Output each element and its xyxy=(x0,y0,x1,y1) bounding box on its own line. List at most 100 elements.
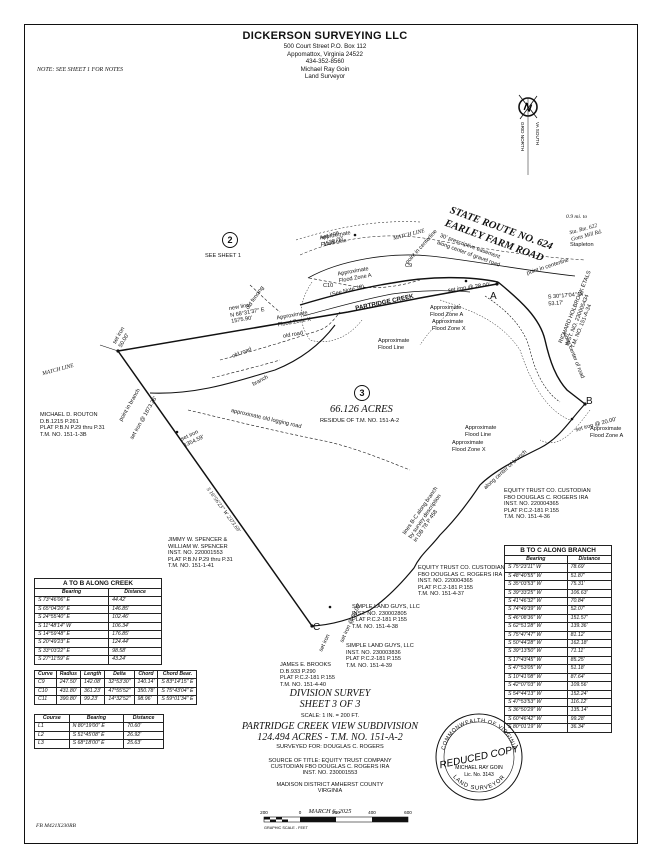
grid-north-label: GRID NORTH xyxy=(520,122,525,151)
north-arrow: N GRID NORTH VA SOUTH xyxy=(518,94,540,175)
sheet-note: NOTE: SEE SHEET 1 FOR NOTES xyxy=(37,67,124,73)
point-b-label: B xyxy=(586,396,593,407)
company-name: DICKERSON SURVEYING LLC xyxy=(242,30,408,42)
lot-3-residue: RESIDUE OF T.M. NO. 151-A-2 xyxy=(320,418,400,424)
subdivision-name: PARTRIDGE CREEK VIEW SUBDIVISION xyxy=(241,721,419,732)
old-roads xyxy=(187,284,411,471)
flood-line-2: Approximate Flood Line xyxy=(378,338,410,351)
scale-label: GRAPHIC SCALE - FEET xyxy=(264,826,309,830)
table-header: Length xyxy=(80,669,106,680)
sheet-number: SHEET 3 OF 3 xyxy=(299,699,361,710)
seal-lic: Lic. No. 3143 xyxy=(464,772,494,778)
table-header: Radius xyxy=(55,669,82,680)
lot-3-number: 3 xyxy=(354,385,370,401)
table-header: Delta xyxy=(104,669,135,680)
table-header: Chord xyxy=(133,669,159,680)
table-header: Course xyxy=(34,713,70,724)
lot-2-number: 2 xyxy=(222,232,238,248)
file-reference: FB M421X230RB xyxy=(36,823,76,829)
title-block: DIVISION SURVEY SHEET 3 OF 3 SCALE: 1 IN… xyxy=(200,688,460,815)
seal-name: MICHAEL RAY GOIN xyxy=(455,765,503,771)
survey-date: MARCH 6, 2025 xyxy=(308,808,352,815)
branch-line xyxy=(149,324,586,627)
graphic-scale-bar: 200 0 200 400 600 GRAPHIC SCALE - FEET xyxy=(260,810,412,830)
scale-tick: 0 xyxy=(299,810,302,815)
table-header: Distance xyxy=(108,587,162,598)
table-header: Bearing xyxy=(33,587,110,598)
curve-c9: C9 xyxy=(405,263,413,269)
curve-c10: C10 xyxy=(323,283,334,289)
flood-zone-x-3: Approximate Flood Zone X xyxy=(452,440,486,453)
flood-zone-x-2: Approximate Flood Zone X xyxy=(432,319,466,332)
scale-text: SCALE: 1 IN. = 200 FT. xyxy=(300,713,360,719)
see-sheet-1: SEE SHEET 1 xyxy=(205,253,241,259)
lot-3-acres: 66.126 ACRES xyxy=(330,404,393,415)
earley-farm-road xyxy=(295,221,586,288)
north-letter: N xyxy=(522,101,534,115)
scale-tick: 200 xyxy=(332,810,340,815)
point-c-label: C xyxy=(313,622,321,633)
scale-tick: 200 xyxy=(260,810,268,815)
table-a-to-b-title: A TO B ALONG CREEK xyxy=(34,578,162,588)
table-header: Chord Bear. xyxy=(157,669,198,680)
inst-number: INST. NO. 230001553 xyxy=(302,770,358,776)
division-survey: DIVISION SURVEY xyxy=(289,688,371,699)
flood-zone-a-3: Approximate Flood Zone A xyxy=(590,426,624,439)
table-curves: Curve Radius Length Delta Chord Chord Be… xyxy=(34,669,198,705)
table-header: Distance xyxy=(566,554,613,565)
flood-zone-a-2: Approximate Flood Zone A xyxy=(430,305,464,318)
table-header: Bearing xyxy=(504,554,568,565)
subdivision-acres: 124.494 ACRES - T.M. NO. 151-A-2 xyxy=(257,732,403,743)
company-address: 500 Court Street P.O. Box 112 Appomattox… xyxy=(283,43,367,81)
scale-tick: 400 xyxy=(368,810,376,815)
flood-line-3: Approximate Flood Line xyxy=(465,425,497,438)
survey-points xyxy=(116,233,587,628)
surveyed-for: SURVEYED FOR: DOUGLAS C. ROGERS xyxy=(276,744,384,750)
district-text: MADISON DISTRICT AMHERST COUNTY xyxy=(276,782,384,788)
road-distance: 0.9 mi. to xyxy=(566,214,588,220)
va-south-label: VA SOUTH xyxy=(535,122,540,145)
stapleton-label: Stapleton xyxy=(570,242,594,248)
sheet-border xyxy=(24,24,638,844)
